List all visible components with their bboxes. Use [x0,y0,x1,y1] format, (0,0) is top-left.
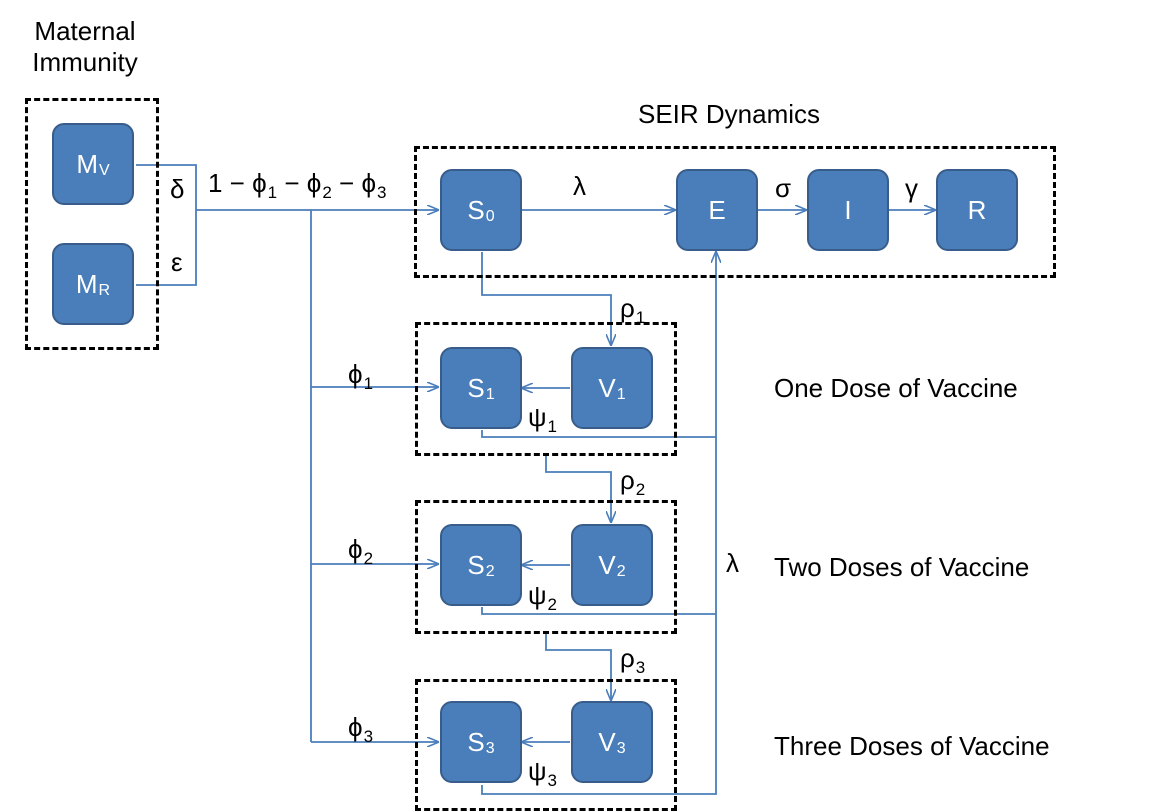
mv-outflow-line [136,164,197,286]
rate-rho3: ρ3 [620,643,646,677]
rate-epsilon: ε [171,247,183,277]
rate-rho2: ρ2 [620,465,646,499]
rate-delta: δ [170,174,185,204]
maternal-immunity-title: Maternal Immunity [32,16,138,77]
seir-dynamics-title: SEIR Dynamics [638,99,821,129]
two-doses-title: Two Doses of Vaccine [774,552,1030,582]
node-r: R [936,169,1018,251]
one-dose-box [415,322,677,456]
s0-to-v1-arrow [481,252,611,345]
rate-split: 1 − ϕ1 − ϕ2 − ϕ3 [208,168,387,202]
rate-psi3: ψ3 [528,756,558,790]
s2-to-v3-arrow [545,632,611,700]
s1-to-v2-arrow [545,455,611,522]
rate-psi1: ψ1 [528,402,558,436]
three-doses-box [415,679,677,811]
rate-gamma: γ [905,173,918,203]
s2-infection-line [481,607,716,615]
maternal-immunity-box [25,98,159,350]
rate-phi2: ϕ2 [348,534,374,568]
node-e: E [676,169,758,251]
rate-lambda-side: λ [726,548,739,578]
seir-dynamics-box [414,146,1056,278]
infection-to-e-arrow [481,252,716,795]
rate-psi2: ψ2 [528,580,558,614]
two-doses-box [415,500,677,634]
rate-lambda-top: λ [573,171,586,201]
s1-infection-line [481,430,716,438]
rate-rho1: ρ1 [620,293,646,327]
node-i: I [807,169,889,251]
rate-sigma: σ [775,173,792,203]
rate-phi3: ϕ3 [348,712,374,746]
rate-phi1: ϕ1 [348,359,374,393]
one-dose-title: One Dose of Vaccine [774,373,1018,403]
three-doses-title: Three Doses of Vaccine [774,731,1050,761]
